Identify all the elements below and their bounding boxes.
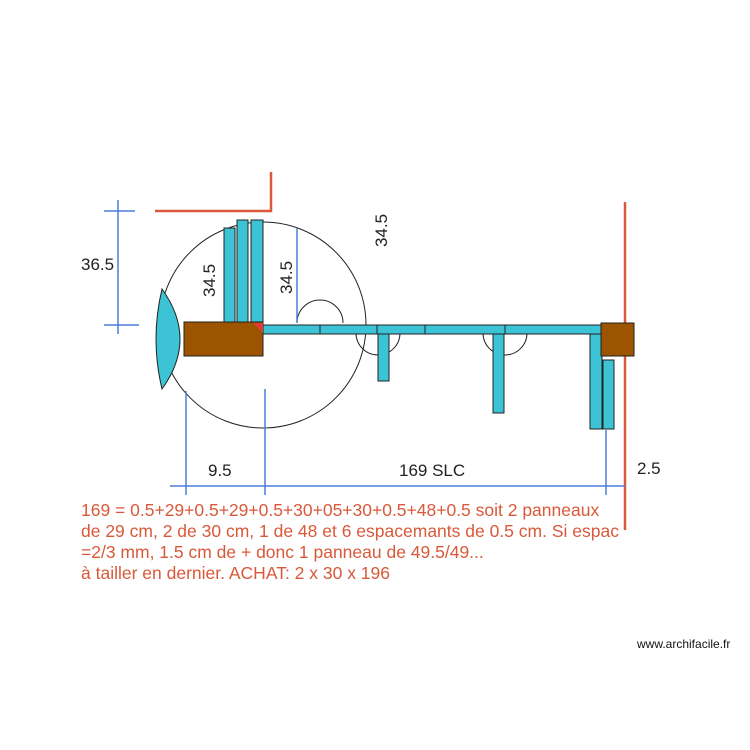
fence-run [262,324,602,335]
hanging-panel-2 [492,333,505,414]
walls [155,172,627,530]
dim-label-panel-height-2: 34.5 [277,261,296,294]
hanging-panels [377,333,615,430]
fence-panel-4 [424,324,506,335]
fence-panel-2 [319,324,378,335]
gate-leaf-left [155,287,181,391]
dimension-lines [104,200,625,495]
calculation-note: 169 = 0.5+29+0.5+29+0.5+30+05+30+0.5+48+… [81,500,701,584]
note-line: à tailler en dernier. ACHAT: 2 x 30 x 19… [81,563,391,583]
note-line: de 29 cm, 2 de 30 cm, 1 de 48 et 6 espac… [81,521,619,541]
posts [183,321,635,357]
swing-arc-3 [482,332,528,356]
note-line: 169 = 0.5+29+0.5+29+0.5+30+05+30+0.5+48+… [81,500,600,520]
dim-label-main-length: 169 SLC [399,461,465,480]
panel-vertical-3 [250,219,264,324]
dim-label-right-offset: 2.5 [637,459,661,478]
hanging-panel-3 [589,333,603,430]
dim-label-left-offset: 9.5 [208,461,232,480]
note-line: =2/3 mm, 1.5 cm de + donc 1 panneau de 4… [81,542,484,562]
watermark-credit: www.archifacile.fr [637,637,731,651]
post-left [183,321,264,357]
dim-label-panel-height-1: 34.5 [200,264,219,297]
corner-marker [253,323,263,333]
fence-panel-5 [504,324,602,335]
hanging-panel-1 [377,333,390,382]
vertical-panels-left [223,219,264,324]
fence-panel-3 [376,324,426,335]
fence-panel-1 [262,324,321,335]
dim-label-top-height: 34.5 [372,214,391,247]
wall-corner-top [155,172,273,213]
swing-arc-1 [296,299,344,324]
dim-label-left-height: 36.5 [81,255,114,274]
panel-vertical-2 [236,219,249,324]
post-right [600,322,635,357]
panel-vertical-1 [223,227,236,324]
hanging-panel-4 [602,359,615,430]
